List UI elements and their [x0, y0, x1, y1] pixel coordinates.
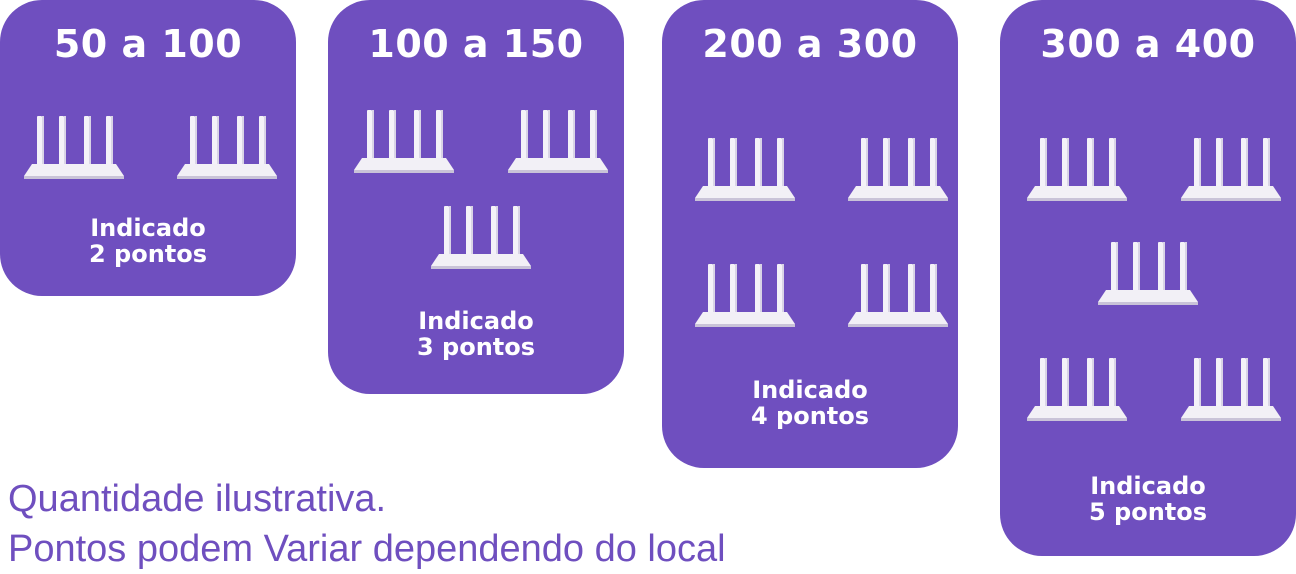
card-note: Indicado 5 pontos — [1000, 473, 1296, 525]
wifi-router-icon — [848, 136, 948, 202]
wifi-router-icon — [848, 262, 948, 328]
footnote: Quantidade ilustrativa. Pontos podem Var… — [8, 474, 726, 574]
wifi-router-icon — [695, 262, 795, 328]
note-line2: 2 pontos — [88, 240, 208, 268]
card-200-300: 200 a 300 Indicado 4 pontos — [662, 0, 958, 468]
wifi-router-icon — [177, 114, 277, 180]
wifi-router-icon — [354, 108, 454, 174]
footnote-line2: Pontos podem Variar dependendo do local — [8, 528, 726, 570]
note-line1: Indicado — [1090, 472, 1206, 500]
card-50-100: 50 a 100 Indicado 2 pontos — [0, 0, 296, 296]
note-line1: Indicado — [418, 307, 534, 335]
wifi-router-icon — [1027, 136, 1127, 202]
note-line2: 4 pontos — [750, 402, 870, 430]
wifi-router-icon — [24, 114, 124, 180]
card-note: Indicado 3 pontos — [328, 308, 624, 360]
card-note: Indicado 2 pontos — [0, 215, 296, 267]
note-line1: Indicado — [752, 376, 868, 404]
wifi-router-icon — [1027, 356, 1127, 422]
wifi-router-icon — [508, 108, 608, 174]
note-line2: 3 pontos — [416, 333, 536, 361]
card-title: 300 a 400 — [1040, 22, 1256, 66]
card-100-150: 100 a 150 Indicado 3 pontos — [328, 0, 624, 394]
card-title: 100 a 150 — [368, 22, 584, 66]
note-line2: 5 pontos — [1088, 498, 1208, 526]
wifi-router-icon — [431, 204, 531, 270]
wifi-router-icon — [1181, 356, 1281, 422]
wifi-router-icon — [1181, 136, 1281, 202]
wifi-router-icon — [695, 136, 795, 202]
wifi-router-icon — [1098, 240, 1198, 306]
note-line1: Indicado — [90, 214, 206, 242]
card-title: 50 a 100 — [53, 22, 243, 66]
card-title: 200 a 300 — [702, 22, 918, 66]
card-note: Indicado 4 pontos — [662, 377, 958, 429]
footnote-line1: Quantidade ilustrativa. — [8, 478, 387, 520]
card-300-400: 300 a 400 Indicado 5 pontos — [1000, 0, 1296, 556]
